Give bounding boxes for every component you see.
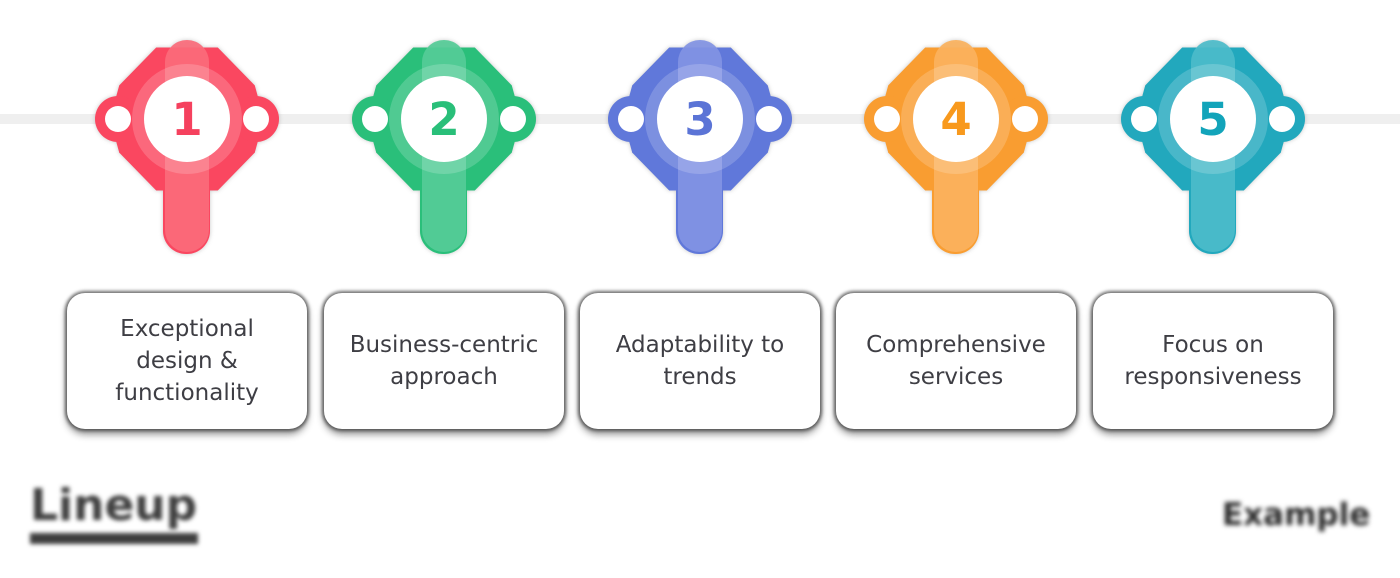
card-1: Exceptional design & functionality: [67, 293, 307, 429]
brand-logo-underline: [30, 533, 198, 544]
connector-dot-right: [756, 106, 782, 132]
card-4: Comprehensive services: [836, 293, 1076, 429]
step-badge-1: 1: [95, 0, 279, 262]
watermark-right-text: Example: [1222, 497, 1371, 533]
connector-dot-left: [105, 106, 131, 132]
card-5: Focus on responsiveness: [1093, 293, 1333, 429]
step-number-circle: [401, 76, 487, 162]
card-label: Focus on responsiveness: [1124, 331, 1302, 390]
brand-logo-text: Lineup: [30, 480, 198, 531]
step-number: 3: [684, 92, 716, 146]
card-3: Adaptability to trends: [580, 293, 820, 429]
step-number-circle: [144, 76, 230, 162]
card-label: Adaptability to trends: [615, 331, 785, 390]
card-label: Exceptional design & functionality: [115, 315, 259, 407]
card-2: Business-centric approach: [324, 293, 564, 429]
connector-dot-left: [874, 106, 900, 132]
connector-dot-right: [243, 106, 269, 132]
step-badge-4: 4: [864, 0, 1048, 262]
step-number-circle: [913, 76, 999, 162]
step-badge-3: 3: [608, 0, 792, 262]
connector-dot-left: [618, 106, 644, 132]
step-number: 5: [1197, 92, 1229, 146]
step-badge-2: 2: [352, 0, 536, 262]
connector-dot-right: [1269, 106, 1295, 132]
watermark-right: Example: [1222, 497, 1370, 533]
step-badge-5: 5: [1121, 0, 1305, 262]
card-label: Comprehensive services: [866, 331, 1046, 390]
brand-logo-left: Lineup: [30, 480, 198, 544]
connector-dot-right: [1012, 106, 1038, 132]
step-number: 1: [171, 92, 203, 146]
connector-dot-left: [362, 106, 388, 132]
connector-dot-right: [500, 106, 526, 132]
step-number: 4: [940, 92, 972, 146]
connector-dot-left: [1131, 106, 1157, 132]
card-label: Business-centric approach: [349, 331, 539, 390]
step-number-circle: [1170, 76, 1256, 162]
step-number: 2: [428, 92, 460, 146]
step-number-circle: [657, 76, 743, 162]
